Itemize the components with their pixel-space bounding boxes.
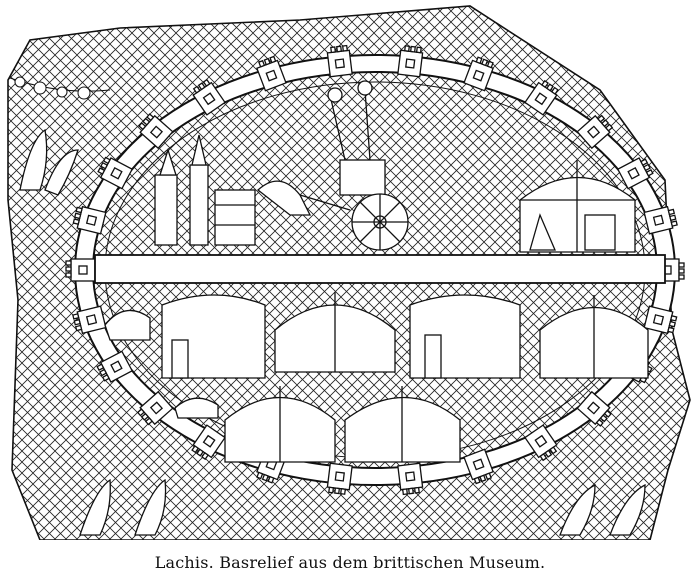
wall-tower bbox=[463, 56, 494, 92]
wall-tower bbox=[136, 390, 174, 426]
wall-tower bbox=[524, 424, 558, 462]
slab-outline bbox=[7, 5, 691, 540]
wall-tower bbox=[72, 305, 107, 335]
tent-upper-right bbox=[519, 160, 636, 253]
wall-tower bbox=[256, 55, 287, 92]
wall-tower bbox=[191, 424, 226, 461]
wall-tower bbox=[326, 462, 353, 495]
wall-tower bbox=[326, 44, 353, 78]
wall-tower bbox=[192, 78, 226, 116]
wall-tower bbox=[397, 462, 424, 496]
wall-tower bbox=[576, 114, 614, 150]
wall-tower bbox=[97, 156, 134, 190]
central-road bbox=[94, 254, 666, 284]
foliage bbox=[19, 128, 646, 536]
wall-tower bbox=[463, 448, 494, 485]
wall-tower bbox=[643, 305, 678, 335]
lower-camp-scene bbox=[104, 292, 649, 463]
wall-tower bbox=[524, 79, 559, 116]
royal-chariot-scene bbox=[154, 80, 409, 251]
wall-tower bbox=[397, 45, 424, 78]
figure-caption: Lachis. Basrelief aus dem brittischen Mu… bbox=[154, 553, 546, 572]
lachish-relief-engraving bbox=[7, 5, 691, 540]
wall-tower bbox=[616, 157, 654, 190]
garland bbox=[9, 76, 111, 100]
wall-tower bbox=[643, 205, 678, 235]
wall-tower bbox=[576, 390, 612, 427]
wall-tower bbox=[65, 258, 96, 282]
wall-tower bbox=[72, 205, 107, 235]
wall-tower bbox=[96, 350, 134, 383]
wall-tower bbox=[138, 113, 174, 150]
